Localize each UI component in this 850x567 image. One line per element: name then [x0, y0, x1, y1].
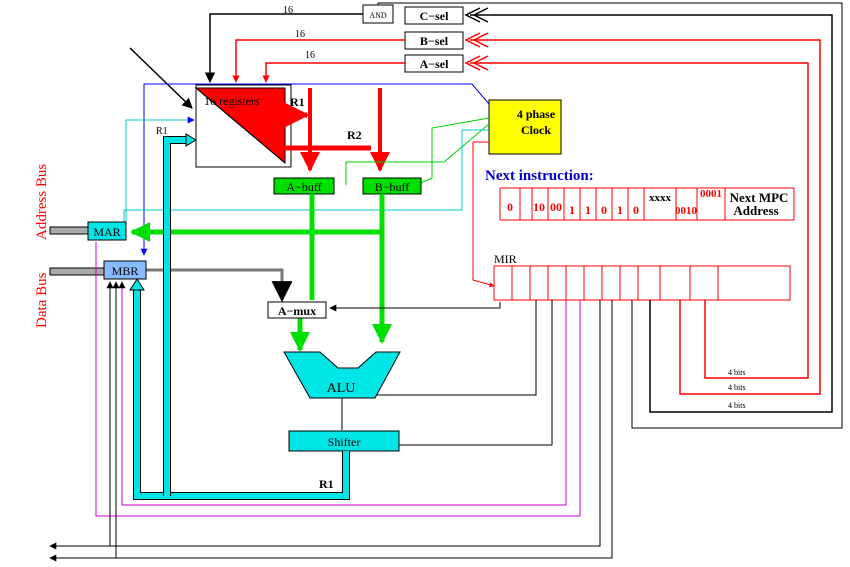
mir-to-address-bus-out — [49, 300, 613, 562]
mbr-box — [103, 260, 147, 280]
bus-width-a: 16 — [305, 50, 315, 61]
instruction-field-6: 1 — [617, 203, 623, 217]
bits-label-c: 4 bits — [728, 401, 746, 410]
mar-label: MAR — [93, 225, 120, 239]
mir-to-shifter — [399, 300, 553, 446]
c-sel-arrowhead — [464, 7, 481, 23]
alu-shape — [283, 351, 401, 399]
mir-to-mbr-magenta-1 — [118, 281, 567, 506]
r1-small-label: R1 — [156, 126, 168, 137]
mar-bus-gray — [49, 226, 91, 235]
cyan-bus-to-registers-fill — [164, 137, 186, 496]
clock-blue-line — [140, 83, 490, 256]
a-mux-box — [267, 301, 327, 319]
r2-label: R2 — [347, 128, 362, 142]
next-mpc-label-line1: Next MPC — [730, 190, 789, 205]
selector-boxes: AND C−sel B−sel A−sel — [362, 4, 464, 73]
mir-to-a-sel — [470, 62, 809, 379]
instruction-field-10: 0001 — [700, 188, 722, 200]
c-sel-label: C−sel — [420, 9, 450, 23]
r1-top-label: R1 — [290, 95, 305, 109]
bus-width-b: 16 — [295, 29, 305, 40]
cyan-line-to-registers — [125, 116, 195, 225]
mir-to-a-mux-control — [329, 302, 501, 312]
and-gate-label: AND — [369, 11, 387, 20]
shifter-label: Shifter — [328, 435, 361, 449]
clock-label-line1: 4 phase — [517, 107, 556, 121]
b-sel-line — [232, 39, 405, 83]
mbr-label: MBR — [112, 264, 139, 278]
a-buff-box — [273, 177, 335, 195]
next-mpc-label-line2: Address — [733, 203, 778, 218]
mbr-to-a-mux — [146, 268, 293, 303]
bus-width-c: 16 — [283, 5, 293, 16]
bits-label-a: 4 bits — [728, 368, 746, 377]
cyan-bus-arrowhead-mbr — [129, 278, 145, 291]
cyan-return-bus-fill — [134, 289, 349, 499]
b-buff-label: B−buff — [375, 180, 410, 194]
a-mux-label: A−mux — [278, 304, 316, 318]
clock-red-line — [472, 141, 495, 288]
r1-bottom-label: R1 — [319, 477, 334, 491]
register-file-diagonal — [195, 87, 286, 164]
address-bus-label: Address Bus — [34, 164, 50, 240]
clock-green-line-2 — [345, 123, 490, 185]
next-instruction-heading: Next instruction: — [485, 168, 594, 184]
instruction-field-8: xxxx — [649, 192, 672, 204]
mir-outer-box — [493, 265, 791, 301]
c-sel-box — [404, 6, 464, 25]
mir-to-alu — [376, 300, 537, 396]
instruction-field-2: 00 — [550, 200, 562, 214]
alu-label: ALU — [327, 381, 356, 396]
register-file-label: 16 registers — [204, 94, 260, 108]
next-instruction-register: 0 10 00 1 1 0 1 0 xxxx 0010 0001 Next MP… — [499, 187, 795, 221]
instruction-field-5: 0 — [601, 203, 607, 217]
instruction-field-1: 10 — [533, 200, 545, 214]
b-sel-label: B−sel — [420, 34, 449, 48]
b-buff-box — [362, 177, 422, 195]
mar-box — [87, 221, 127, 241]
cyan-bus-arrowhead-registers — [185, 133, 197, 147]
clock-cyan-line — [123, 129, 489, 225]
mir-to-and-gate — [377, 2, 843, 429]
b-sel-arrowhead — [464, 32, 481, 48]
mir-to-b-sel — [470, 39, 821, 395]
mir-to-data-bus-out — [49, 300, 601, 550]
bits-label-b: 4 bits — [728, 383, 746, 392]
instruction-field-4: 1 — [585, 203, 591, 217]
instruction-field-9: 0010 — [675, 205, 698, 217]
a-sel-arrowhead — [464, 55, 481, 71]
clock-label-line2: Clock — [521, 123, 551, 137]
a-buff-label: A−buff — [286, 180, 321, 194]
a-sel-label: A−sel — [420, 57, 450, 71]
instruction-field-7: 0 — [633, 203, 639, 217]
a-sel-line — [262, 62, 405, 83]
mir-label: MIR — [494, 252, 517, 266]
clock-input-arrow — [129, 47, 193, 109]
clock-green-line-1 — [417, 117, 490, 185]
mir-to-c-sel — [470, 14, 833, 413]
instruction-field-0: 0 — [507, 200, 513, 214]
instruction-outer-box — [499, 187, 795, 221]
data-bus-label: Data Bus — [34, 272, 50, 328]
mbr-bus-gray — [49, 267, 107, 276]
instruction-field-3: 1 — [569, 203, 575, 217]
mir-register — [493, 265, 791, 301]
clock-box — [488, 99, 562, 155]
c-sel-line — [204, 13, 363, 84]
